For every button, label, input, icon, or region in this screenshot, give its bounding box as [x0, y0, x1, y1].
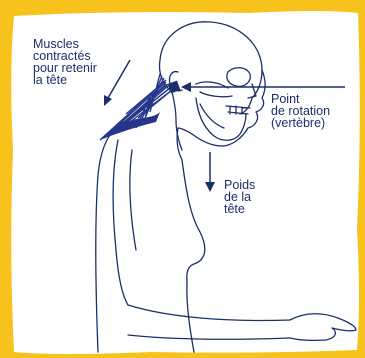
muscles-label-line: la tête: [33, 74, 97, 86]
rotation-point-label: Point de rotation (vertèbre): [271, 93, 330, 129]
muscles-label: Muscles contractés pour retenir la tête: [33, 38, 97, 86]
rotation-point-label-line: (vertèbre): [271, 117, 330, 129]
head-weight-label-line: tête: [224, 203, 255, 215]
head-weight-label: Poids de la tête: [224, 179, 255, 215]
